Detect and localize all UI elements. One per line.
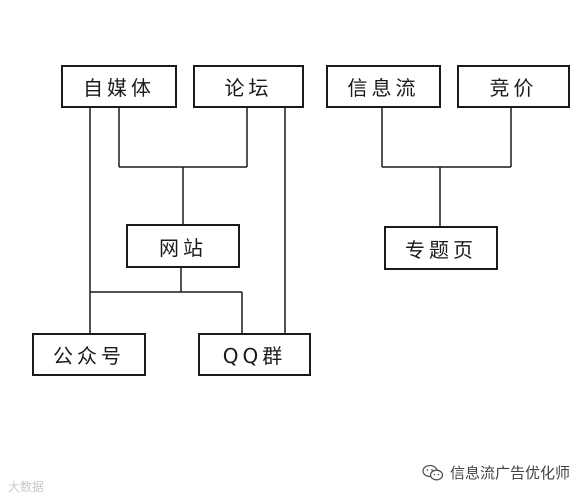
node-zimeiti: 自媒体	[61, 65, 177, 108]
node-gongzhonghao: 公众号	[32, 333, 146, 376]
node-jingjia: 竞价	[457, 65, 570, 108]
node-qqqun: QQ群	[198, 333, 311, 376]
watermark-right: 信息流广告优化师	[422, 462, 570, 483]
wechat-icon	[422, 464, 444, 480]
node-xinxiliu: 信息流	[326, 65, 441, 108]
node-zhuantiye: 专题页	[384, 226, 498, 270]
watermark-left: 大数据	[8, 480, 45, 494]
watermark-right-text: 信息流广告优化师	[450, 464, 571, 482]
node-luntan: 论坛	[193, 65, 304, 108]
node-wangzhan: 网站	[126, 224, 240, 268]
